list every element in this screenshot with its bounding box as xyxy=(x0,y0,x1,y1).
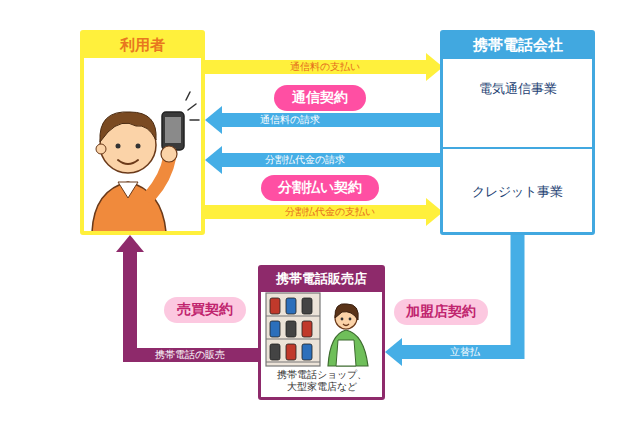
user-figure-part xyxy=(116,144,121,149)
node-title: 通信契約 xyxy=(292,89,348,107)
arrow-band xyxy=(221,153,443,167)
company-box: 携帯電話会社電気通信事業クレジット事業 xyxy=(440,30,595,235)
business-section: 電気通信事業 xyxy=(443,59,592,147)
node-title: 携帯電話販売店 xyxy=(261,268,382,292)
contract-badge: 分割払い契約 xyxy=(261,175,379,201)
shelf-board xyxy=(266,338,320,339)
arrow-label: 立替払 xyxy=(447,346,483,358)
node-title: 分割払い契約 xyxy=(278,179,362,197)
user-figure xyxy=(92,92,199,232)
user-box: 利用者 xyxy=(80,30,205,235)
arrow-band xyxy=(130,251,258,355)
flow-arrow xyxy=(205,198,443,226)
arrow-band xyxy=(221,113,443,127)
shelf-board xyxy=(266,361,320,362)
arrow-label: 分割払代金の支払い xyxy=(282,206,378,218)
shop-figure xyxy=(266,293,368,366)
arrow-band xyxy=(401,232,518,352)
arrow-head xyxy=(205,146,222,174)
shop-figure-part xyxy=(341,318,344,321)
arrow-head xyxy=(385,338,402,366)
phone-on-shelf xyxy=(270,344,280,360)
body-text: 携帯電話ショップ、大型家電店など xyxy=(261,369,382,393)
node-title: 加盟店契約 xyxy=(406,303,476,321)
node-title: 利用者 xyxy=(84,34,201,58)
phone-on-shelf xyxy=(302,298,312,314)
shop-figure-part xyxy=(349,318,352,321)
arrow-label: 通信料の支払い xyxy=(287,61,363,73)
node-title: 売買契約 xyxy=(177,301,233,319)
arrow-band xyxy=(205,60,427,74)
shop-figure-part xyxy=(266,293,320,366)
user-figure-part xyxy=(161,146,177,162)
node-title: クレジット事業 xyxy=(443,183,592,201)
phone-on-shelf xyxy=(286,321,296,337)
phone-shelves xyxy=(266,298,320,362)
shop-box: 携帯電話販売店携帯電話ショップ、大型家電店など xyxy=(258,265,385,400)
shop-figure-part xyxy=(335,304,358,320)
arrow-head xyxy=(116,235,144,252)
shop-figure-part xyxy=(343,324,349,326)
user-figure-part xyxy=(162,112,184,150)
phone-on-shelf xyxy=(286,344,296,360)
phone-on-shelf xyxy=(302,321,312,337)
user-figure-part xyxy=(118,182,138,198)
contract-badge: 加盟店契約 xyxy=(394,299,488,325)
business-section: クレジット事業 xyxy=(443,147,592,232)
phone-on-shelf xyxy=(286,298,296,314)
shelf-board xyxy=(266,315,320,316)
phone-on-shelf xyxy=(270,321,280,337)
node-title: 携帯電話会社 xyxy=(443,33,592,59)
user-figure-part xyxy=(165,117,181,143)
flow-arrow xyxy=(116,235,258,355)
user-figure-part xyxy=(100,112,156,142)
flow-arrow xyxy=(205,53,443,81)
arrow-label: 通信料の請求 xyxy=(257,114,323,126)
arrow-band xyxy=(205,205,427,219)
contract-badge: 売買契約 xyxy=(164,297,246,323)
user-figure-part xyxy=(96,144,106,154)
arrow-label: 携帯電話の販売 xyxy=(152,349,228,361)
user-figure-part xyxy=(136,144,141,149)
arrow-label: 分割払代金の請求 xyxy=(262,154,348,166)
contract-badge: 通信契約 xyxy=(274,85,366,111)
shop-figure-part xyxy=(336,340,356,366)
phone-on-shelf xyxy=(302,344,312,360)
arrow-head xyxy=(205,106,222,134)
phone-on-shelf xyxy=(270,298,280,314)
flow-arrow xyxy=(385,232,518,366)
shop-figure-part xyxy=(328,330,368,366)
flow-arrow xyxy=(205,146,443,174)
node-title: 電気通信事業 xyxy=(443,80,592,98)
user-figure-part xyxy=(186,92,199,120)
user-figure-part xyxy=(118,160,138,164)
